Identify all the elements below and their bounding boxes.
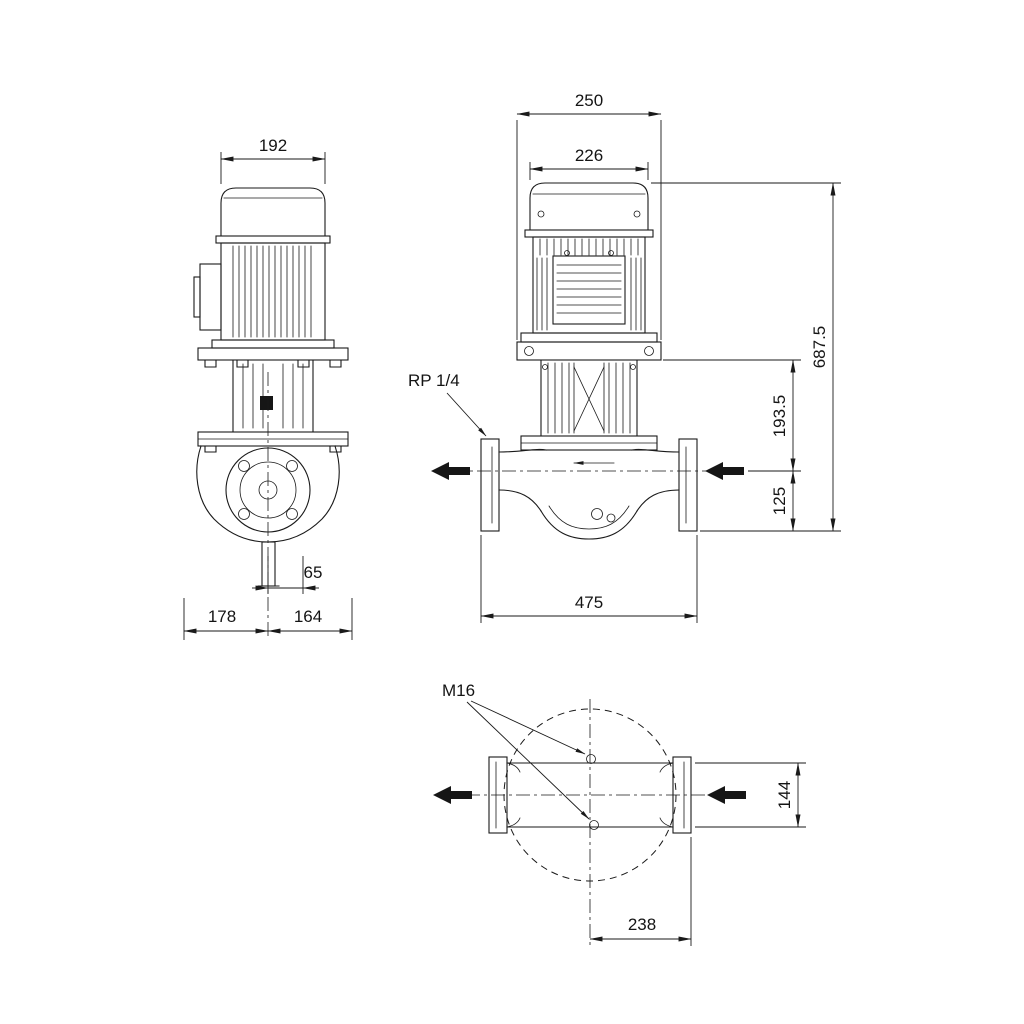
motor-side <box>193 187 349 368</box>
plate-bolt <box>644 346 654 356</box>
discharge-flange-plan <box>672 756 692 834</box>
plan-view: M16 144 238 <box>433 681 806 946</box>
suction-flange-plan <box>488 756 508 834</box>
guard-slats <box>547 362 631 434</box>
guard-window <box>573 362 605 434</box>
cable-gland <box>608 250 614 256</box>
dim-label-total-height: 687.5 <box>810 326 829 369</box>
dim-label-port-to-port: 475 <box>575 593 603 612</box>
side-view: 192 65 178 164 <box>183 136 353 640</box>
guard-bolt <box>630 364 636 370</box>
dim-label-base-right: 164 <box>294 607 322 626</box>
tapping-leader-bottom <box>466 701 590 820</box>
label-gauge-port: RP 1/4 <box>408 371 460 390</box>
terminal-box-step <box>193 276 201 318</box>
flow-arrow-right <box>705 462 744 480</box>
motor-fins <box>232 245 312 338</box>
flow-arrow-left <box>433 786 472 804</box>
cable-gland <box>564 250 570 256</box>
dimensions-side: 192 65 178 164 <box>183 136 353 640</box>
terminal-box-vents <box>556 264 622 314</box>
dim-label-base-left: 178 <box>208 607 236 626</box>
pump-head-side <box>197 359 349 453</box>
flange-bolt-hole <box>238 508 250 520</box>
drain-plug <box>591 508 603 520</box>
dimensions-front: 250 226 687.5 193.5 125 475 <box>480 91 841 623</box>
fan-cover <box>529 182 649 231</box>
pipe-top-left <box>498 448 547 453</box>
pipe-bottom-left <box>498 489 542 512</box>
head-flange-bolts <box>204 445 342 453</box>
motor-foot <box>520 332 658 343</box>
drain-plug-small <box>606 513 616 523</box>
suction-flange <box>480 438 500 532</box>
flange-bolt-hole <box>238 460 250 472</box>
ext-lines-192 <box>220 152 326 184</box>
flow-arrow-right <box>707 786 746 804</box>
dim-label-plate-width: 250 <box>575 91 603 110</box>
tapped-hole-m16 <box>589 820 599 830</box>
dim-label-center-to-flange: 238 <box>628 915 656 934</box>
motor-flank-fins <box>536 257 642 331</box>
ext-lines-250 <box>516 120 662 340</box>
tapping-leader-top <box>470 700 586 755</box>
drain-pipe <box>261 541 276 587</box>
flange-bolt-hole <box>286 508 298 520</box>
plate-bolt <box>524 346 534 356</box>
dim-label-motor-width-front: 226 <box>575 146 603 165</box>
motor-foot <box>211 339 335 349</box>
motor-stool-plate <box>516 341 662 361</box>
fan-cover <box>220 187 326 237</box>
pipe-top-right <box>631 448 680 453</box>
ext-lines-475 <box>480 535 698 623</box>
cover-screw <box>537 210 545 218</box>
volute-inner-arc <box>548 505 630 530</box>
dim-label-port-center-height: 125 <box>770 487 789 515</box>
coupling-guard <box>540 359 638 437</box>
tapped-hole-m16 <box>586 754 596 764</box>
ext-lines-144 <box>695 762 806 828</box>
fan-cover-lip <box>524 229 654 238</box>
coupling-block <box>260 396 273 410</box>
guard-bolt <box>542 364 548 370</box>
motor-front <box>516 182 662 361</box>
dim-label-shaft-offset: 65 <box>304 563 323 582</box>
fan-cover-lip <box>215 235 331 244</box>
dimensions-plan: 144 238 <box>589 762 806 946</box>
dim-label-body-width: 144 <box>775 781 794 809</box>
motor-body <box>220 242 326 341</box>
guard-sides <box>540 359 638 437</box>
neck-fillets <box>506 762 674 828</box>
motor-stool-plate <box>197 347 349 361</box>
guard-cross-brace <box>573 366 605 432</box>
front-view: RP 1/4 250 226 687.5 193.5 125 475 <box>408 91 841 623</box>
dim-label-motor-width-side: 192 <box>259 136 287 155</box>
terminal-box-side <box>199 263 222 331</box>
flange-bolt-hole <box>286 460 298 472</box>
gauge-port-callout: RP 1/4 <box>408 371 487 437</box>
volute-side <box>196 372 340 640</box>
tapping-callout: M16 <box>442 681 590 820</box>
terminal-box-front <box>552 255 626 325</box>
motor-top-fins <box>539 238 639 256</box>
cover-screw <box>633 210 641 218</box>
pipe-bottom-right <box>636 489 680 512</box>
discharge-flange <box>678 438 698 532</box>
volute-belly <box>540 510 638 540</box>
dim-label-head-height: 193.5 <box>770 395 789 438</box>
stool-bolts <box>204 359 342 368</box>
label-tapping: M16 <box>442 681 475 700</box>
lantern-sides <box>232 359 314 433</box>
gauge-port-leader <box>446 392 487 437</box>
flow-arrow-left <box>431 462 470 480</box>
volute-front <box>431 435 744 540</box>
